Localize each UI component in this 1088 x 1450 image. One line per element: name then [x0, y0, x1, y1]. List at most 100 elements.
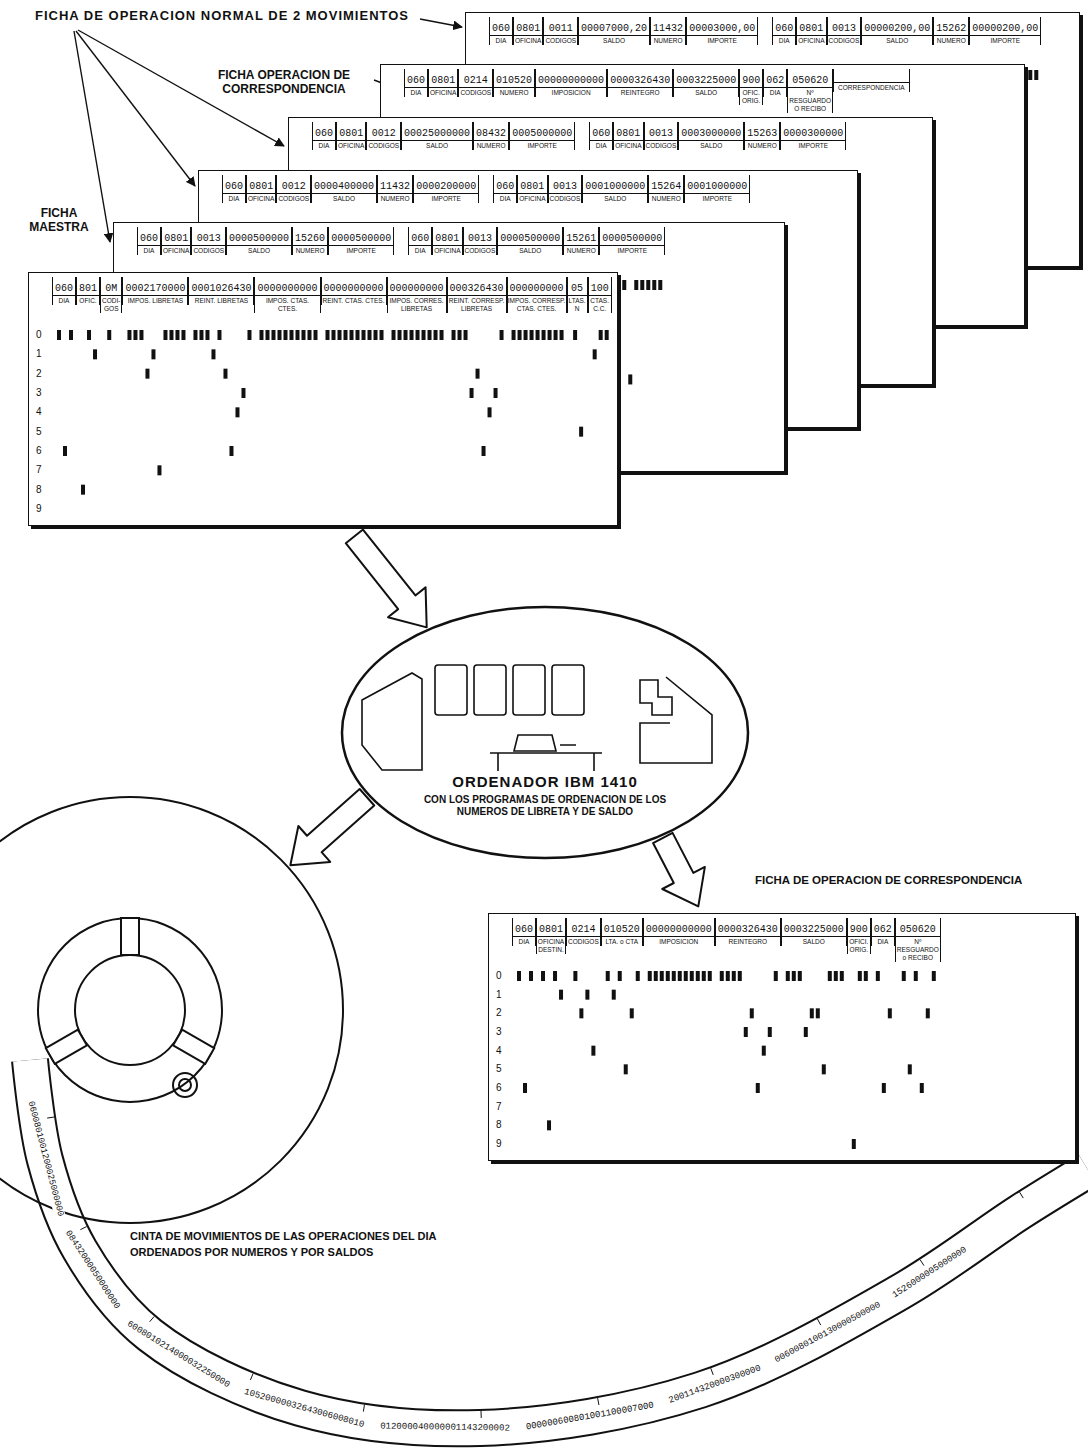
punch-digits: 00000200,00 — [864, 22, 930, 35]
field-label: SALDO — [498, 245, 562, 255]
card-field: 00000200,00SALDO — [861, 17, 933, 45]
tape-tick — [150, 1316, 155, 1321]
punch-hole — [605, 330, 609, 340]
card-field: 0000500000SALDO — [497, 227, 563, 255]
punch-hole — [541, 971, 545, 981]
punch-digits: 05 — [571, 282, 583, 295]
punch-digits: 00000200,00 — [972, 22, 1038, 35]
row-number: 7 — [496, 1101, 502, 1113]
field-label: REINTEGRO — [608, 87, 672, 97]
card-field: 0003000000SALDO — [678, 122, 744, 150]
punch-digits: 0003225000 — [784, 923, 844, 936]
punch-digits: 00003000,00 — [689, 22, 755, 35]
punch-digits: 00000000000 — [538, 74, 604, 87]
field-label: SALDO — [674, 87, 738, 97]
card-field: 00000200,00IMPORTE — [969, 17, 1041, 45]
punch-hole — [145, 369, 149, 379]
punch-hole — [362, 330, 366, 340]
punch-hole — [553, 971, 557, 981]
card-field: 900OFIC. ORIG. — [739, 69, 763, 105]
punch-digits: 0005000000 — [512, 127, 572, 140]
card-field: 0801OFICINA — [246, 175, 276, 203]
card-field: 0801OFICINA — [613, 122, 643, 150]
card-field: 0013CODIGOS — [191, 227, 226, 255]
card-field: 0801OFICINA — [336, 122, 366, 150]
punch-digits: 060 — [775, 22, 793, 35]
card-field: 11432NUMERO — [377, 175, 413, 203]
card-field: 00000000000IMPOSICION — [535, 69, 607, 97]
reel-spokes — [46, 918, 214, 1064]
punch-digits: 0013 — [649, 127, 673, 140]
punch-hole — [500, 330, 504, 340]
punch-hole — [591, 1046, 595, 1056]
punch-digits: 0013 — [553, 180, 577, 193]
field-label: DIA — [494, 193, 516, 203]
punch-digits: 0001026430 — [191, 282, 251, 295]
field-label: DIA — [138, 245, 160, 255]
punch-digits: 060 — [140, 232, 158, 245]
card-field: 060DIA — [222, 175, 246, 203]
computer-drawing — [340, 605, 750, 860]
tape-tick — [250, 1374, 253, 1380]
reel-hole — [179, 1079, 191, 1091]
tape-tick — [1020, 1192, 1024, 1198]
field-label: REINT. LIBRETAS — [189, 295, 253, 305]
punch-digits: 0801 — [799, 22, 823, 35]
punch-hole — [634, 280, 638, 290]
punch-hole — [235, 407, 239, 417]
field-label: IMPORTE — [781, 140, 845, 150]
field-label: NUMERO — [474, 140, 508, 150]
card-field: 0000000000IMPOS. CTAS. CTES. — [254, 277, 320, 313]
punch-hole — [926, 1008, 930, 1018]
punch-digits: 00007000,20 — [581, 22, 647, 35]
punch-hole — [518, 330, 522, 340]
punch-hole — [452, 330, 456, 340]
punch-hole — [804, 1027, 808, 1037]
punch-hole — [630, 1008, 634, 1018]
punch-digits: 801 — [79, 282, 97, 295]
punch-hole — [93, 349, 97, 359]
punch-field — [489, 914, 1074, 1159]
card-field: 0801OFICINA — [161, 227, 191, 255]
card-header: 060DIA0801OFICINA0011CODIGOS00007000,20S… — [466, 17, 1079, 73]
punch-digits: 000000000 — [510, 282, 564, 295]
card-field: 0801OFICINA — [796, 17, 826, 45]
punch-digits: 0002170000 — [125, 282, 185, 295]
punch-hole — [599, 330, 603, 340]
reel-rim — [0, 797, 343, 1223]
punch-hole — [646, 280, 650, 290]
tape-tick — [598, 1398, 599, 1405]
row-number: 6 — [36, 445, 42, 457]
punch-hole — [768, 1027, 772, 1037]
card-title: FICHA DE OPERACION DE CORRESPONDENCIA — [755, 874, 1022, 886]
row-number: 3 — [36, 387, 42, 399]
field-label: DIA — [313, 140, 335, 150]
punch-hole — [289, 330, 293, 340]
punch-hole — [658, 280, 662, 290]
punch-hole — [559, 990, 563, 1000]
field-label: CODIGOS — [192, 245, 225, 255]
punch-hole — [368, 330, 372, 340]
punch-hole — [488, 407, 492, 417]
punch-digits: 0801 — [164, 232, 188, 245]
field-label: Nº RESGUARDO O RECIBO — [788, 87, 832, 113]
punch-hole — [882, 1083, 886, 1093]
punch-hole — [547, 1120, 551, 1130]
card-field: 0005000000IMPORTE — [509, 122, 575, 150]
card-field: 010520LTA. o CTA — [601, 918, 643, 946]
punch-hole — [307, 330, 311, 340]
card-field: 100CTAS. C.C. — [588, 277, 612, 313]
field-label: OFICINA — [429, 87, 457, 97]
field-label: SALDO — [583, 193, 647, 203]
punch-hole — [332, 330, 336, 340]
punch-digits: 060 — [411, 232, 429, 245]
flow-arrow — [346, 530, 427, 628]
punch-digits: 0801 — [431, 74, 455, 87]
card-field: 060DIA — [489, 17, 513, 45]
punch-hole — [193, 330, 197, 340]
punch-digits: 060 — [496, 180, 514, 193]
punch-digits: 0801 — [435, 232, 459, 245]
card-header: 060DIA801OFIC.0MCODI-GOS0002170000IMPOS.… — [29, 277, 617, 333]
card-field: 0MCODI-GOS — [100, 277, 122, 313]
